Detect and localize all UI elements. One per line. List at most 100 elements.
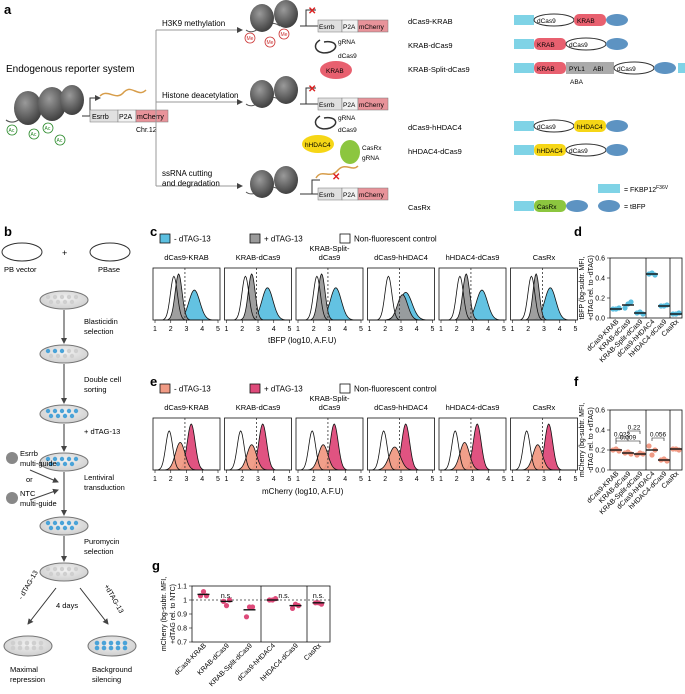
ac-mark: Ac	[57, 138, 63, 144]
histogram-title: hHDAC4-dCas9	[446, 253, 500, 262]
esrrb-label: Esrrb	[319, 24, 335, 31]
cell-dot	[69, 571, 75, 577]
panel-b: b + PB vector PBase Blasticidin selectio…	[1, 224, 137, 684]
culture-dish	[39, 516, 89, 536]
cell-dot	[45, 348, 51, 354]
cell-dot	[55, 525, 61, 531]
domain-part	[534, 38, 566, 50]
step-sorting-2: sorting	[84, 385, 107, 394]
plus-dtag-label: +dTAG-13	[102, 584, 124, 615]
p2a-label: P2A	[343, 24, 356, 31]
y-tick-label: 0.6	[595, 408, 605, 415]
cell-dot	[59, 566, 65, 572]
panel-a-legend: = FKBP12F36V = tBFP	[598, 184, 669, 212]
tick-label: 4	[200, 476, 204, 483]
tick-label: 1	[225, 476, 229, 483]
histogram-curve	[512, 275, 576, 321]
cell-dot	[59, 520, 65, 526]
data-point	[622, 305, 628, 311]
chr-label: Chr.12	[136, 127, 157, 134]
culture-dish	[39, 562, 89, 582]
construct-name: dCas9-KRAB	[408, 17, 453, 26]
cell-dot	[55, 413, 61, 419]
cell-dot	[31, 640, 37, 646]
tick-label: 4	[486, 476, 490, 483]
y-tick-label: 0.2	[595, 448, 605, 455]
cell-dot	[73, 456, 79, 462]
histogram-curve	[441, 275, 504, 321]
tick-label: 5	[359, 326, 363, 333]
block-x-icon: ✕	[308, 84, 316, 95]
cell-dot	[52, 520, 58, 526]
pb-vector-label: PB vector	[4, 265, 37, 274]
part-label: CasRx	[537, 204, 557, 211]
cell-dot	[59, 348, 65, 354]
histogram-title: KRAB-Split-	[309, 394, 350, 403]
data-point	[652, 272, 658, 278]
legend-label: Non-fluorescent control	[354, 235, 437, 244]
cell-dot	[66, 456, 72, 462]
tick-label: 4	[558, 326, 562, 333]
histogram-title: dCas9-KRAB	[164, 253, 209, 262]
tick-label: 5	[502, 476, 506, 483]
part-label: dCas9	[569, 42, 588, 49]
tick-label: 2	[455, 476, 459, 483]
tick-label: 5	[359, 476, 363, 483]
histogram-frame	[510, 417, 578, 471]
hdac-row: ✕ Esrrb P2A mCherry gRNA dCas9 hHDAC4	[245, 76, 389, 153]
data-point	[676, 447, 682, 453]
p-value-label: 0.22	[628, 425, 641, 432]
y-axis-label: +dTAG rel. to -dTAG)	[588, 255, 595, 321]
data-point	[676, 310, 682, 316]
tick-label: 2	[169, 326, 173, 333]
cell-dot	[45, 408, 51, 414]
grna-label: gRNA	[338, 39, 356, 46]
tick-label: 4	[415, 476, 419, 483]
cell-dot	[10, 640, 16, 646]
histogram-curve	[155, 275, 218, 321]
aba-label: ABA	[570, 79, 584, 86]
construct-name: hHDAC4-dCas9	[408, 147, 462, 156]
cell-dot	[17, 640, 23, 646]
nucleosome-icon	[14, 91, 42, 125]
tick-label: 5	[574, 326, 578, 333]
legend-label: - dTAG-13	[174, 235, 211, 244]
ac-mark: Ac	[31, 132, 37, 138]
culture-dish	[39, 344, 89, 364]
cut-x-icon: ✕	[332, 172, 340, 183]
tick-label: 1	[439, 326, 443, 333]
fkbp-tag	[514, 63, 534, 73]
panel-letter-a: a	[4, 2, 12, 17]
data-point	[649, 452, 655, 458]
fkbp-tag	[514, 15, 534, 25]
tick-label: 5	[288, 326, 292, 333]
data-point	[664, 458, 670, 464]
tick-label: 4	[343, 326, 347, 333]
part-label: KRAB	[537, 66, 555, 73]
cell-dot	[62, 461, 68, 467]
histogram-title: dCas9	[319, 253, 341, 262]
histogram-title: dCas9-hHDAC4	[374, 403, 428, 412]
histogram-title: KRAB-Split-	[309, 244, 350, 253]
cell-dot	[38, 645, 44, 651]
tick-label: 4	[486, 326, 490, 333]
virus-icon	[6, 492, 18, 504]
cell-dot	[10, 645, 16, 651]
dish-column	[39, 290, 89, 582]
histogram-title: hHDAC4-dCas9	[446, 403, 500, 412]
histogram-title: KRAB-dCas9	[236, 253, 281, 262]
data-point	[289, 605, 296, 612]
casrx-blob	[340, 140, 360, 164]
tick-label: 2	[312, 326, 316, 333]
construct-name: dCas9-hHDAC4	[408, 123, 462, 132]
branch-deacetylation: Histone deacetylation	[162, 91, 239, 100]
cell-dot	[45, 294, 51, 300]
y-axis-label: -dTAG rel. to +dTAG)	[588, 407, 595, 473]
tick-label: 2	[240, 476, 244, 483]
part-label: hHDAC4	[537, 148, 563, 155]
mcherry-label: mCherry	[359, 24, 385, 31]
tbfp-legend: = tBFP	[624, 204, 646, 211]
